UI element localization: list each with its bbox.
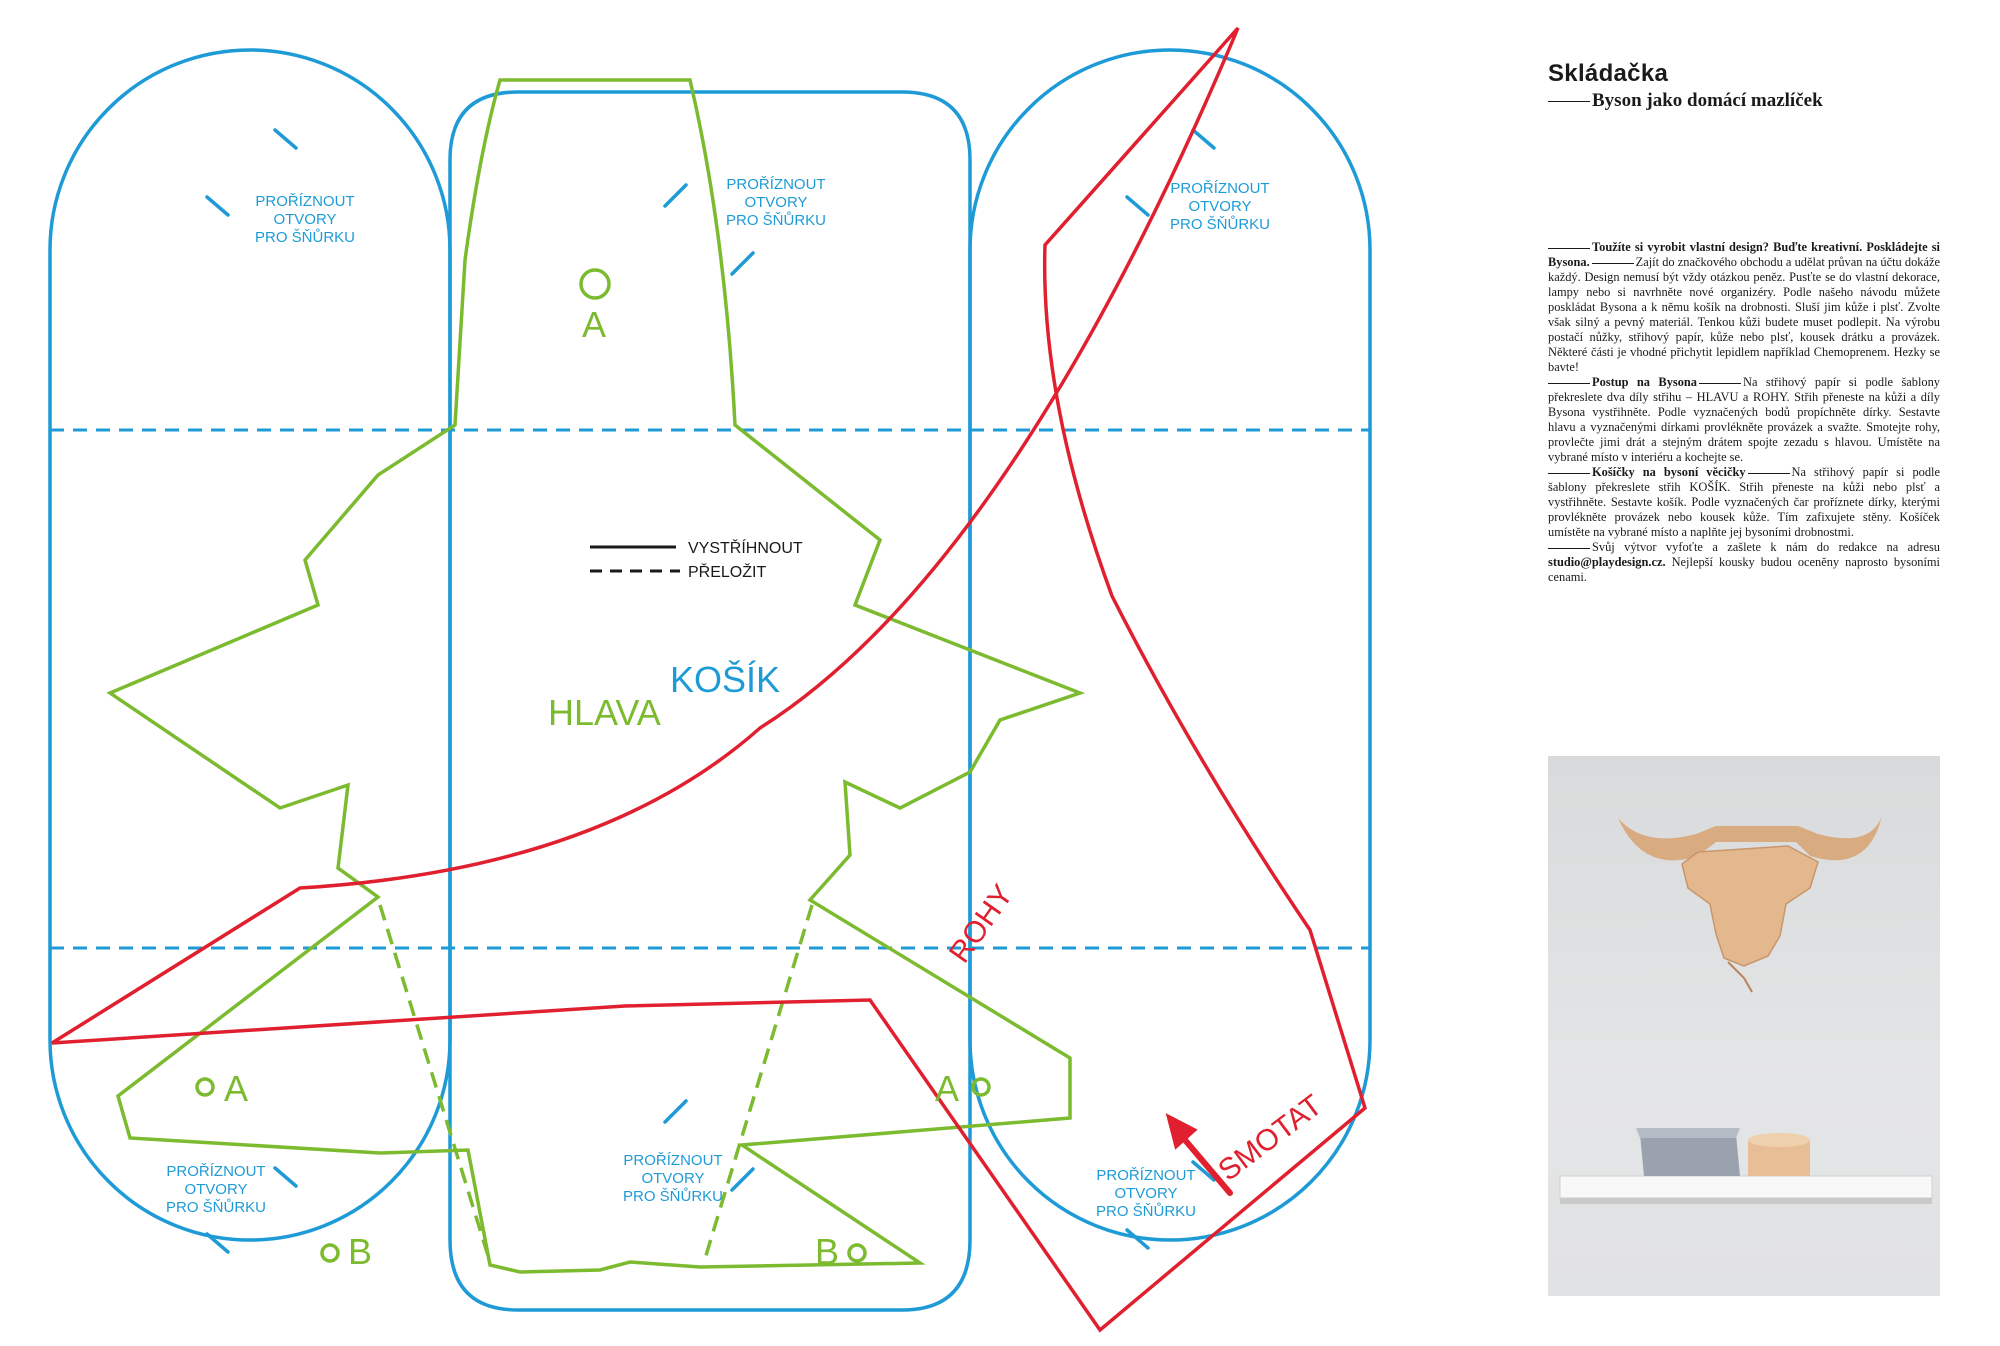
intro-lead: Toužíte si vyrobit vlastní design? Buďte… — [1548, 240, 1940, 269]
cut-holes-label-l2: OTVORY — [744, 194, 807, 211]
basket-steps-lead: Košíčky na bysoní věcičky — [1592, 465, 1746, 479]
legend-fold-label: PŘELOŽIT — [688, 562, 766, 581]
basket-steps-text: Na střihový papír si podle šablony překr… — [1548, 465, 1940, 539]
article-contact: Svůj výtvor vyfoťte a zašlete k nám do r… — [1548, 540, 1940, 584]
bison-steps-text: Na střihový papír si podle šablony překr… — [1548, 375, 1940, 464]
marker-a-top: A — [582, 304, 606, 345]
shelf-image — [1559, 1175, 1933, 1199]
sewing-pattern: VYSTŘÍHNOUT PŘELOŽIT PROŘÍZNOUT OTVORY P… — [48, 26, 1372, 1333]
marker-a-left: A — [224, 1068, 248, 1109]
marker-b-right: B — [815, 1231, 839, 1272]
legend — [590, 545, 680, 573]
cut-holes-label-l3: PRO ŠŇŮRKU — [623, 1187, 723, 1205]
article-column: Skládačka Byson jako domácí mazlíček Tou… — [1548, 60, 1940, 585]
product-photo — [1548, 756, 1940, 1296]
article-title: Skládačka — [1548, 60, 1669, 87]
cut-holes-label-l3: PRO ŠŇŮRKU — [1170, 215, 1270, 233]
roll-instruction-label: SMOTAT — [1212, 1089, 1328, 1188]
cut-holes-label-l2: OTVORY — [184, 1181, 247, 1198]
cut-holes-label-l2: OTVORY — [641, 1170, 704, 1187]
basket-right-panel-outline — [968, 48, 1372, 1242]
leather-basket-image — [1748, 1133, 1810, 1176]
basket-left-panel-outline — [48, 48, 452, 1242]
cut-holes-label-l1: PROŘÍZNOUT — [726, 176, 825, 193]
felt-basket-image — [1636, 1128, 1740, 1176]
cut-holes-label-l1: PROŘÍZNOUT — [623, 1152, 722, 1169]
legend-cut-label: VYSTŘÍHNOUT — [688, 538, 803, 557]
article-subtitle: Byson jako domácí mazlíček — [1548, 90, 1940, 112]
cut-holes-label-l1: PROŘÍZNOUT — [255, 193, 354, 210]
cut-holes-label-l3: PRO ŠŇŮRKU — [255, 228, 355, 246]
head-fold-line-right — [702, 904, 814, 1263]
marker-b-left: B — [348, 1231, 372, 1272]
marker-a-right: A — [935, 1068, 959, 1109]
bison-head-image — [1618, 816, 1882, 993]
cut-holes-label-l3: PRO ŠŇŮRKU — [1096, 1202, 1196, 1220]
roll-arrow-icon — [1165, 1113, 1233, 1196]
cut-holes-label-l1: PROŘÍZNOUT — [166, 1163, 265, 1180]
cut-holes-label-l2: OTVORY — [1188, 198, 1251, 215]
basket-piece-label: KOŠÍK — [670, 659, 780, 700]
contact-email: studio@playdesign.cz. — [1548, 555, 1666, 569]
intro-text: Zajít do značkového obchodu a udělat prů… — [1548, 255, 1940, 374]
bison-steps-lead: Postup na Bysona — [1592, 375, 1697, 389]
head-fold-line-left — [378, 904, 492, 1263]
cut-holes-label-l2: OTVORY — [273, 211, 336, 228]
cut-holes-label-l3: PRO ŠŇŮRKU — [726, 211, 826, 229]
cut-holes-label-l1: PROŘÍZNOUT — [1170, 180, 1269, 197]
head-piece-outline — [106, 78, 1086, 1274]
article-intro: Toužíte si vyrobit vlastní design? Buďte… — [1548, 240, 1940, 375]
cut-holes-label-l1: PROŘÍZNOUT — [1096, 1167, 1195, 1184]
horns-piece-label: ROHY — [943, 879, 1020, 969]
basket-center-panel-outline — [448, 90, 972, 1312]
cut-holes-label-l2: OTVORY — [1114, 1185, 1177, 1202]
cut-holes-label-l3: PRO ŠŇŮRKU — [166, 1198, 266, 1216]
head-piece-label: HLAVA — [548, 692, 661, 733]
horns-piece-outline — [51, 26, 1368, 1333]
